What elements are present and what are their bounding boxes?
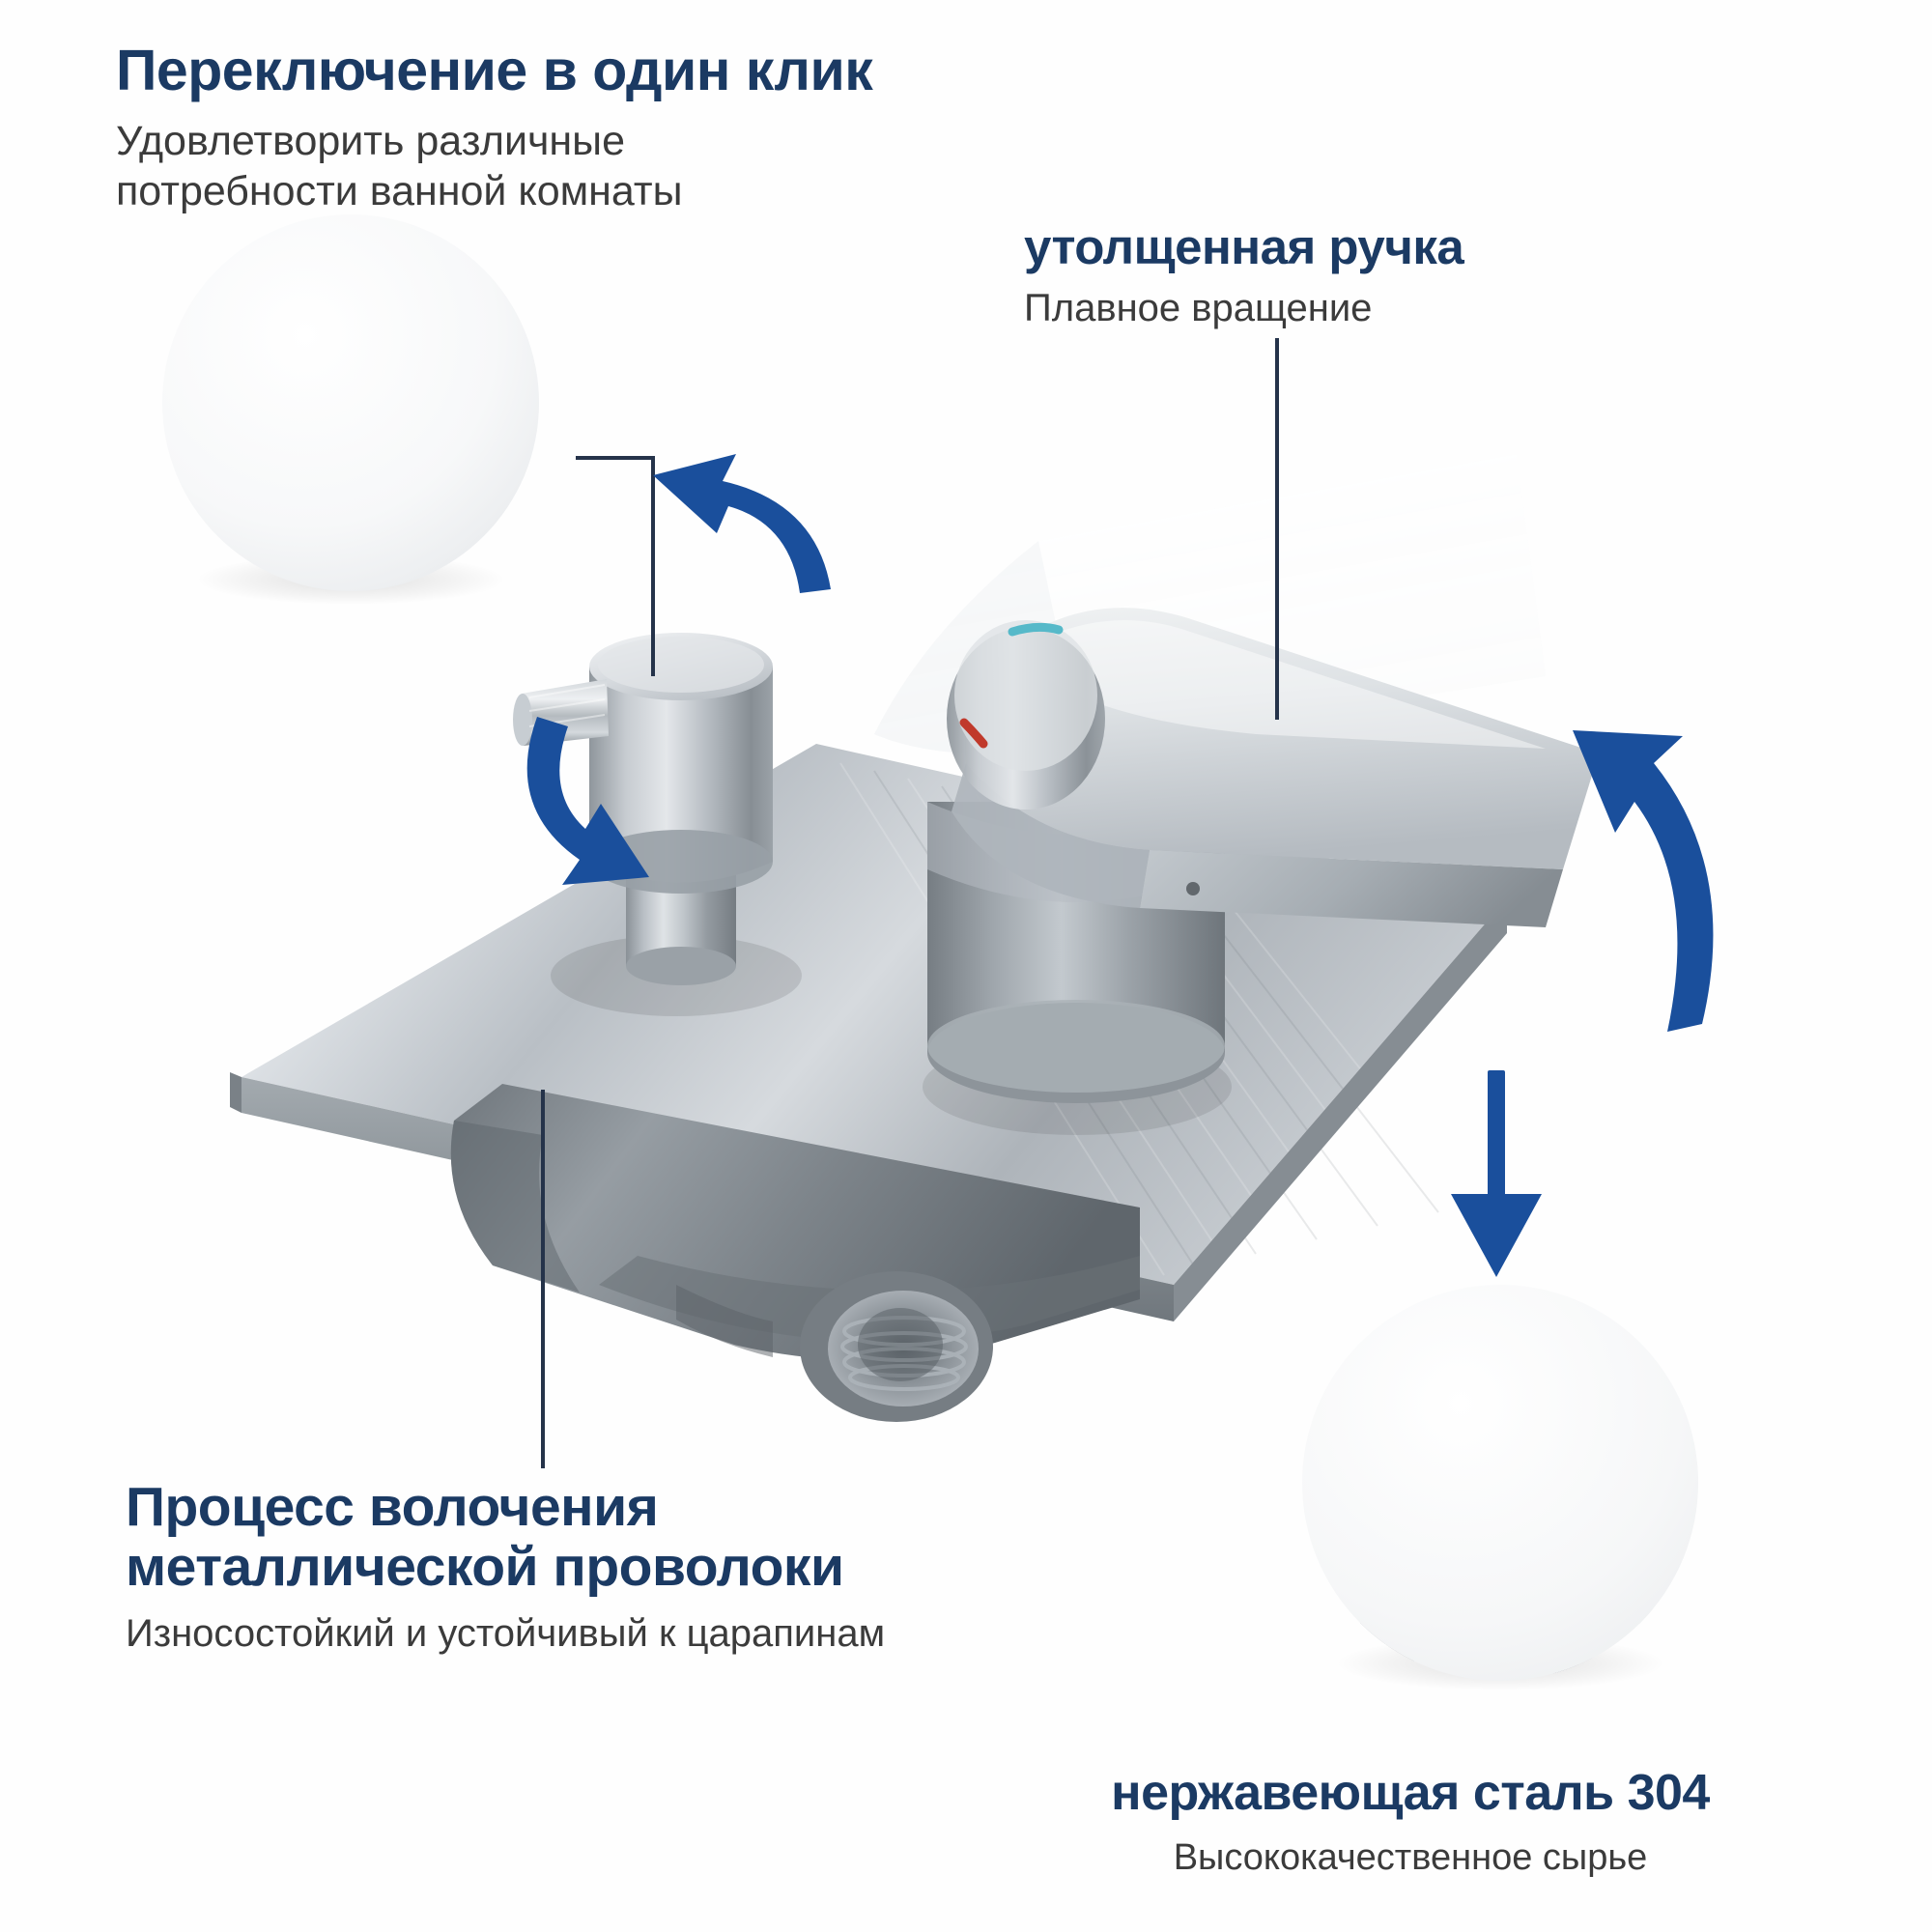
callout-steel-headline: нержавеющая сталь 304	[1111, 1765, 1710, 1821]
valve-housing-body	[450, 1084, 1140, 1422]
inset-circle-steel-rods	[1302, 1285, 1698, 1681]
callout-stainless-steel-304: нержавеющая сталь 304 Высококачественное…	[947, 1766, 1874, 1881]
callout-one-click-switching: Переключение в один клик Удовлетворить р…	[116, 39, 985, 217]
down-arrow-to-steel-rods	[1451, 1070, 1542, 1277]
callout-steel-subline: Высококачественное сырье	[1173, 1837, 1648, 1879]
mixer-handle-lever	[947, 608, 1599, 927]
callout-handle-subline: Плавное вращение	[1024, 287, 1373, 330]
callout-handle-headline: утолщенная ручка	[1024, 219, 1464, 274]
leader-knob-inset	[576, 456, 655, 676]
inset-circle-diverter-knob	[162, 214, 539, 591]
annotation-arrows	[526, 454, 1714, 1277]
rotate-arrow-diverter-up	[653, 454, 831, 593]
threaded-outlet-port	[800, 1271, 993, 1422]
callout-wire-drawing-process: Процесс волочения металлической проволок…	[126, 1476, 1188, 1658]
rotate-arrow-diverter-down	[526, 717, 649, 885]
callout-thickened-handle: утолщенная ручка Плавное вращение	[1024, 220, 1758, 332]
callout-switch-headline: Переключение в один клик	[116, 39, 873, 102]
callout-switch-subline: Удовлетворить различные потребности ванн…	[116, 117, 683, 215]
callout-wire-headline: Процесс волочения металлической проволок…	[126, 1476, 844, 1598]
rotate-arrow-spout-swivel	[1573, 730, 1714, 1032]
diverter-knob	[513, 633, 802, 1016]
temperature-indicators	[959, 622, 1064, 749]
leader-lines	[541, 338, 1279, 1468]
callout-wire-subline: Износостойкий и устойчивый к царапинам	[126, 1612, 886, 1656]
